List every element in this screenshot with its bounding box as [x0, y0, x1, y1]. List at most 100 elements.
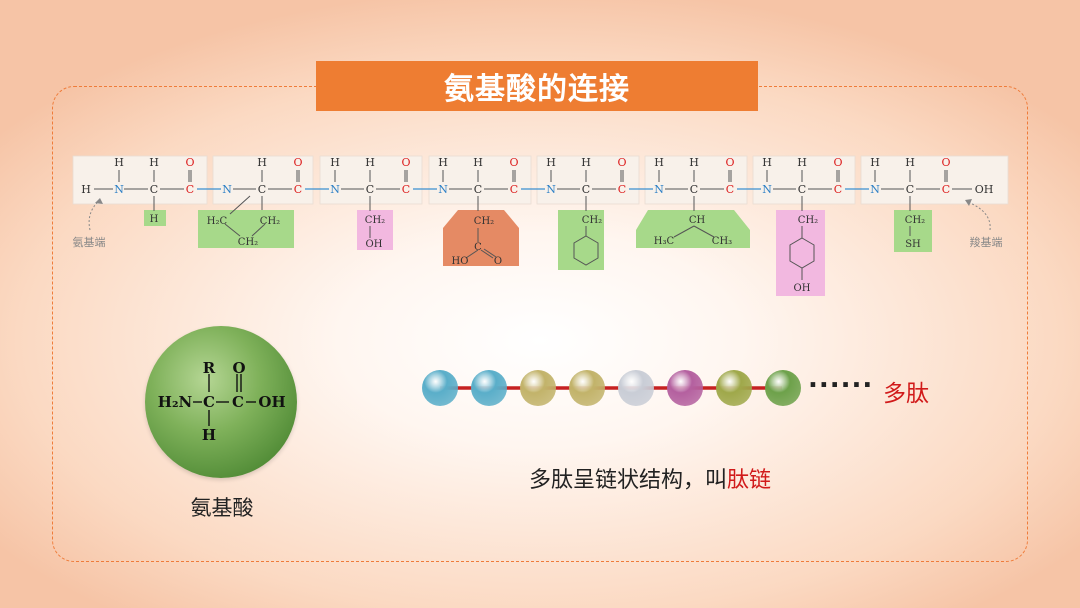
- formula-o: O: [232, 359, 245, 377]
- svg-text:C: C: [474, 183, 482, 196]
- svg-text:CH₂: CH₂: [365, 215, 385, 226]
- formula-h2n: H₂N: [158, 393, 193, 411]
- svg-text:C: C: [834, 183, 842, 196]
- svg-text:O: O: [509, 156, 518, 169]
- svg-text:O: O: [293, 156, 302, 169]
- side-chain-7-box: [776, 210, 825, 296]
- carboxyl-end-label: 羧基端: [970, 235, 1003, 249]
- side-chain-shapes: [144, 210, 932, 296]
- svg-text:C: C: [402, 183, 410, 196]
- backbone-bonds: [94, 170, 972, 211]
- svg-text:C: C: [366, 183, 374, 196]
- svg-text:H: H: [654, 156, 664, 169]
- svg-text:C: C: [186, 183, 194, 196]
- svg-text:H: H: [149, 156, 159, 169]
- svg-text:H: H: [870, 156, 880, 169]
- peptide-bead: [569, 370, 605, 406]
- peptide-bead: [716, 370, 752, 406]
- side-chain-1-box: [144, 210, 166, 226]
- svg-text:CH₂: CH₂: [260, 216, 280, 227]
- svg-text:CH₂: CH₂: [474, 216, 494, 227]
- peptide-bead: [520, 370, 556, 406]
- svg-text:CH: CH: [689, 215, 706, 226]
- svg-text:H: H: [114, 156, 124, 169]
- svg-text:H₂C: H₂C: [207, 216, 228, 227]
- svg-text:O: O: [941, 156, 950, 169]
- svg-text:C: C: [618, 183, 626, 196]
- svg-text:O: O: [494, 256, 502, 267]
- svg-text:OH: OH: [794, 283, 811, 294]
- svg-text:CH₂: CH₂: [238, 237, 258, 248]
- svg-text:O: O: [401, 156, 410, 169]
- side-chain-4-box: [443, 210, 519, 266]
- svg-text:H: H: [150, 214, 159, 225]
- peptide-bead: [422, 370, 458, 406]
- side-chain-2-box: [198, 210, 294, 248]
- svg-text:CH₃: CH₃: [712, 236, 732, 247]
- amino-acid-label: 氨基酸: [190, 496, 254, 520]
- svg-text:C: C: [690, 183, 698, 196]
- description-text: 多肽呈链状结构，叫: [528, 468, 727, 493]
- peptide-bead: [765, 370, 801, 406]
- svg-text:N: N: [762, 183, 772, 196]
- svg-text:CH₂: CH₂: [798, 215, 818, 226]
- svg-text:O: O: [617, 156, 626, 169]
- side-chain-8-box: [894, 210, 932, 252]
- svg-text:H: H: [905, 156, 915, 169]
- svg-text:C: C: [258, 183, 266, 196]
- side-chain-bonds: [224, 195, 911, 280]
- svg-text:H₃C: H₃C: [654, 236, 675, 247]
- side-chain-5-box: [558, 210, 604, 270]
- page-title: 氨基酸的连接: [316, 61, 758, 111]
- formula-c-carboxyl: C: [232, 393, 244, 411]
- svg-text:N: N: [222, 183, 232, 196]
- svg-text:SH: SH: [905, 239, 921, 250]
- svg-text:N: N: [438, 183, 448, 196]
- peptide-ellipsis: ......: [808, 364, 874, 394]
- svg-text:H: H: [438, 156, 448, 169]
- svg-text:C: C: [798, 183, 806, 196]
- peptide-label: 多肽: [883, 381, 929, 407]
- svg-text:C: C: [726, 183, 734, 196]
- unit-boxes: [72, 155, 1009, 205]
- svg-text:O: O: [185, 156, 194, 169]
- description-highlight: 肽链: [727, 468, 772, 493]
- svg-text:N: N: [546, 183, 556, 196]
- amino-acid-formula: R O H₂N C C OH H: [158, 359, 286, 444]
- peptide-bead: [471, 370, 507, 406]
- svg-text:H: H: [546, 156, 556, 169]
- formula-h: H: [202, 426, 216, 444]
- svg-text:H: H: [762, 156, 772, 169]
- page-title-text: 氨基酸的连接: [444, 72, 630, 107]
- svg-text:HO: HO: [452, 256, 469, 267]
- svg-text:C: C: [906, 183, 914, 196]
- svg-text:H: H: [473, 156, 483, 169]
- svg-text:C: C: [942, 183, 950, 196]
- svg-text:H: H: [797, 156, 807, 169]
- description: 多肽呈链状结构，叫肽链: [470, 462, 830, 494]
- backbone-atoms: H HN HC OC N HC OC HN HC OC HN HC OC HN …: [81, 156, 993, 196]
- peptide-bead: [618, 370, 654, 406]
- atom-oh-terminal: OH: [975, 183, 994, 196]
- svg-text:OH: OH: [366, 239, 383, 250]
- side-chain-3-box: [357, 210, 393, 250]
- svg-text:N: N: [654, 183, 664, 196]
- svg-text:H: H: [257, 156, 267, 169]
- svg-text:H: H: [581, 156, 591, 169]
- terminal-arrowheads: [95, 198, 972, 206]
- formula-oh: OH: [258, 393, 285, 411]
- svg-text:H: H: [689, 156, 699, 169]
- peptide-bead-chain: [422, 370, 801, 406]
- svg-text:C: C: [150, 183, 158, 196]
- svg-text:N: N: [114, 183, 124, 196]
- svg-text:C: C: [474, 242, 482, 253]
- svg-text:H: H: [330, 156, 340, 169]
- svg-text:N: N: [870, 183, 880, 196]
- side-chain-texts: H H₂C CH₂ CH₂ CH₂ OH CH₂ C HO O CH₂ CH H…: [150, 214, 926, 294]
- svg-text:H: H: [365, 156, 375, 169]
- svg-text:C: C: [294, 183, 302, 196]
- terminal-arrows: [88, 199, 991, 231]
- atom-h-terminal: H: [81, 183, 91, 196]
- peptide-bead: [667, 370, 703, 406]
- peptide-chain-diagram: H HN HC OC N HC OC HN HC OC HN HC OC HN …: [72, 155, 1009, 296]
